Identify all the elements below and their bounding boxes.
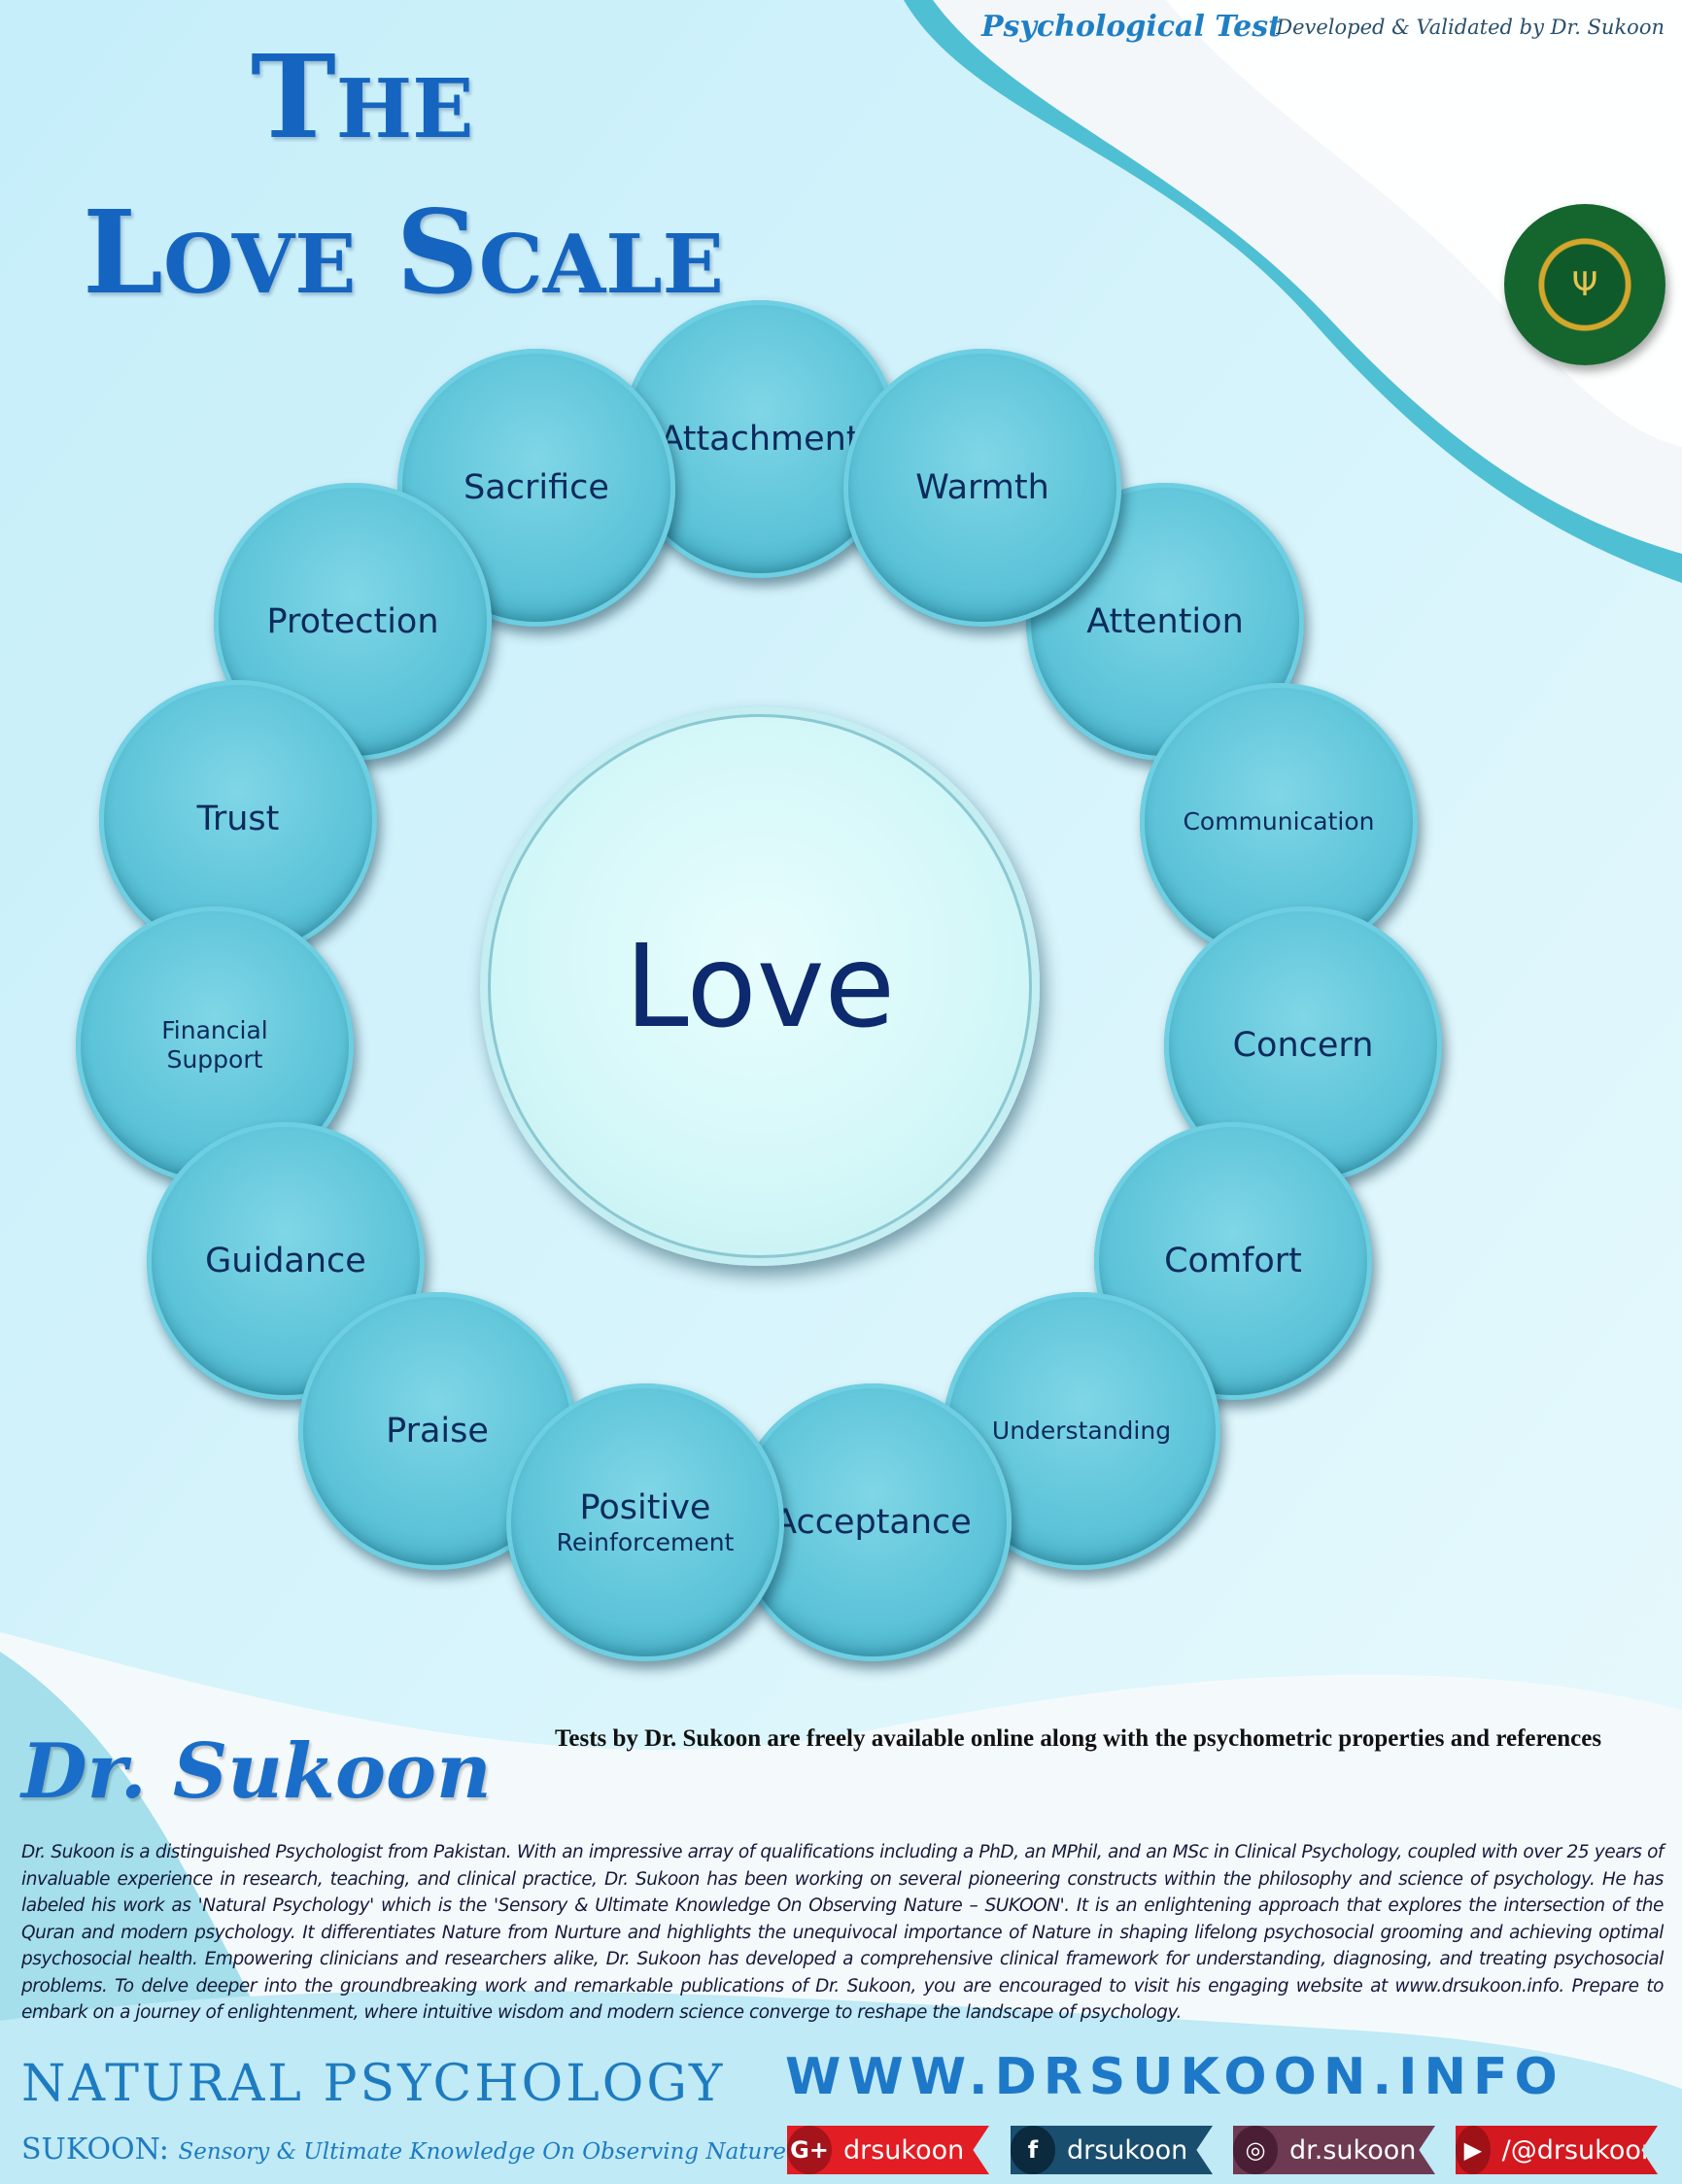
- test-label: Psychological Test: [981, 10, 1283, 44]
- emblem-seal-icon: Ψ: [1504, 204, 1665, 365]
- node-label: Sacrifice: [463, 468, 609, 507]
- node-label: Communication: [1183, 807, 1375, 836]
- node-label: Comfort: [1164, 1242, 1302, 1280]
- node-label: Concern: [1232, 1026, 1374, 1065]
- node-label: Acceptance: [773, 1503, 972, 1542]
- facebook-icon: f: [1011, 2126, 1055, 2174]
- node-label: Trust: [196, 800, 280, 838]
- social-link-youtube[interactable]: ▶ /@drsukoon: [1456, 2126, 1658, 2174]
- node-label: Attachment: [660, 420, 860, 459]
- social-handle: dr.sukoon: [1289, 2134, 1417, 2166]
- title-line-2: Love Scale: [83, 185, 724, 320]
- social-handle: drsukoon: [843, 2134, 965, 2166]
- node-label: Understanding: [991, 1416, 1172, 1445]
- instagram-icon: ◎: [1233, 2126, 1278, 2174]
- title-line-1: The: [251, 29, 474, 164]
- node-label: Protection: [266, 602, 439, 641]
- google-plus-icon: G+: [787, 2126, 832, 2174]
- node-protection: Protection: [214, 483, 492, 761]
- node-label: Praise: [386, 1412, 489, 1450]
- social-handle: /@drsukoon: [1501, 2134, 1658, 2166]
- tagline-prefix: SUKOON:: [21, 2133, 169, 2167]
- node-label: Warmth: [915, 468, 1049, 507]
- node-label: Positive: [579, 1488, 711, 1527]
- website-link[interactable]: WWW.DRSUKOON.INFO: [785, 2048, 1564, 2106]
- social-link-google-plus[interactable]: G+ drsukoon: [787, 2126, 989, 2174]
- node-sublabel: Reinforcement: [556, 1528, 735, 1556]
- brand-name: NATURAL PSYCHOLOGY: [21, 2055, 726, 2113]
- author-name: Dr. Sukoon: [21, 1727, 492, 1816]
- node-label: Guidance: [205, 1242, 366, 1280]
- node-financial-support: Financial Support: [76, 906, 354, 1184]
- availability-note: Tests by Dr. Sukoon are freely available…: [555, 1725, 1602, 1752]
- social-link-facebook[interactable]: f drsukoon: [1011, 2126, 1213, 2174]
- youtube-icon: ▶: [1456, 2126, 1491, 2174]
- author-bio: Dr. Sukoon is a distinguished Psychologi…: [21, 1842, 1664, 2023]
- social-link-instagram[interactable]: ◎ dr.sukoon: [1233, 2126, 1435, 2174]
- tagline: SUKOON: Sensory & Ultimate Knowledge On …: [21, 2133, 786, 2167]
- node-warmth: Warmth: [843, 349, 1121, 627]
- node-label: Attention: [1086, 602, 1244, 641]
- tagline-text: Sensory & Ultimate Knowledge On Observin…: [178, 2139, 786, 2165]
- credit-text: Developed & Validated by Dr. Sukoon: [1276, 16, 1665, 39]
- node-label: Financial Support: [161, 1016, 268, 1074]
- social-handle: drsukoon: [1067, 2134, 1188, 2166]
- center-love: Love: [480, 706, 1040, 1266]
